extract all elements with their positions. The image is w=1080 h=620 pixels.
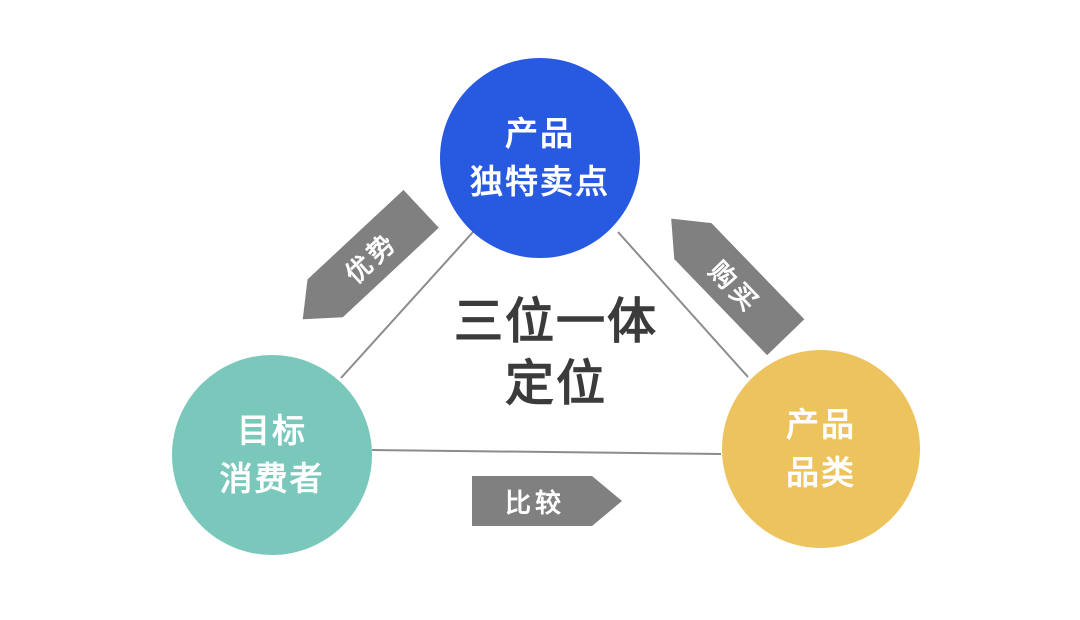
center-title-line2: 定位 bbox=[504, 356, 607, 411]
edge-banner-compare: 比较 bbox=[472, 476, 622, 526]
node-consumer-circle: 目标 消费者 bbox=[172, 355, 372, 555]
node-consumer-label-line1: 目标 bbox=[237, 412, 307, 450]
node-usp-label-line1: 产品 bbox=[505, 115, 575, 153]
line-consumer-category bbox=[371, 449, 722, 455]
center-title-line1: 三位一体 bbox=[453, 295, 658, 349]
line-usp-category bbox=[617, 231, 749, 378]
node-consumer-label-line2: 消费者 bbox=[219, 460, 325, 497]
node-category-circle: 产品 品类 bbox=[722, 350, 920, 548]
node-category-label-line1: 产品 bbox=[786, 406, 856, 444]
line-usp-consumer bbox=[340, 231, 474, 379]
node-usp-circle: 产品 独特卖点 bbox=[440, 58, 640, 258]
edge-banner-compare-label: 比较 bbox=[504, 487, 565, 518]
node-usp-label-line2: 独特卖点 bbox=[470, 163, 610, 200]
center-title: 三位一体 定位 bbox=[406, 292, 706, 415]
node-category-label-line2: 品类 bbox=[786, 454, 856, 491]
